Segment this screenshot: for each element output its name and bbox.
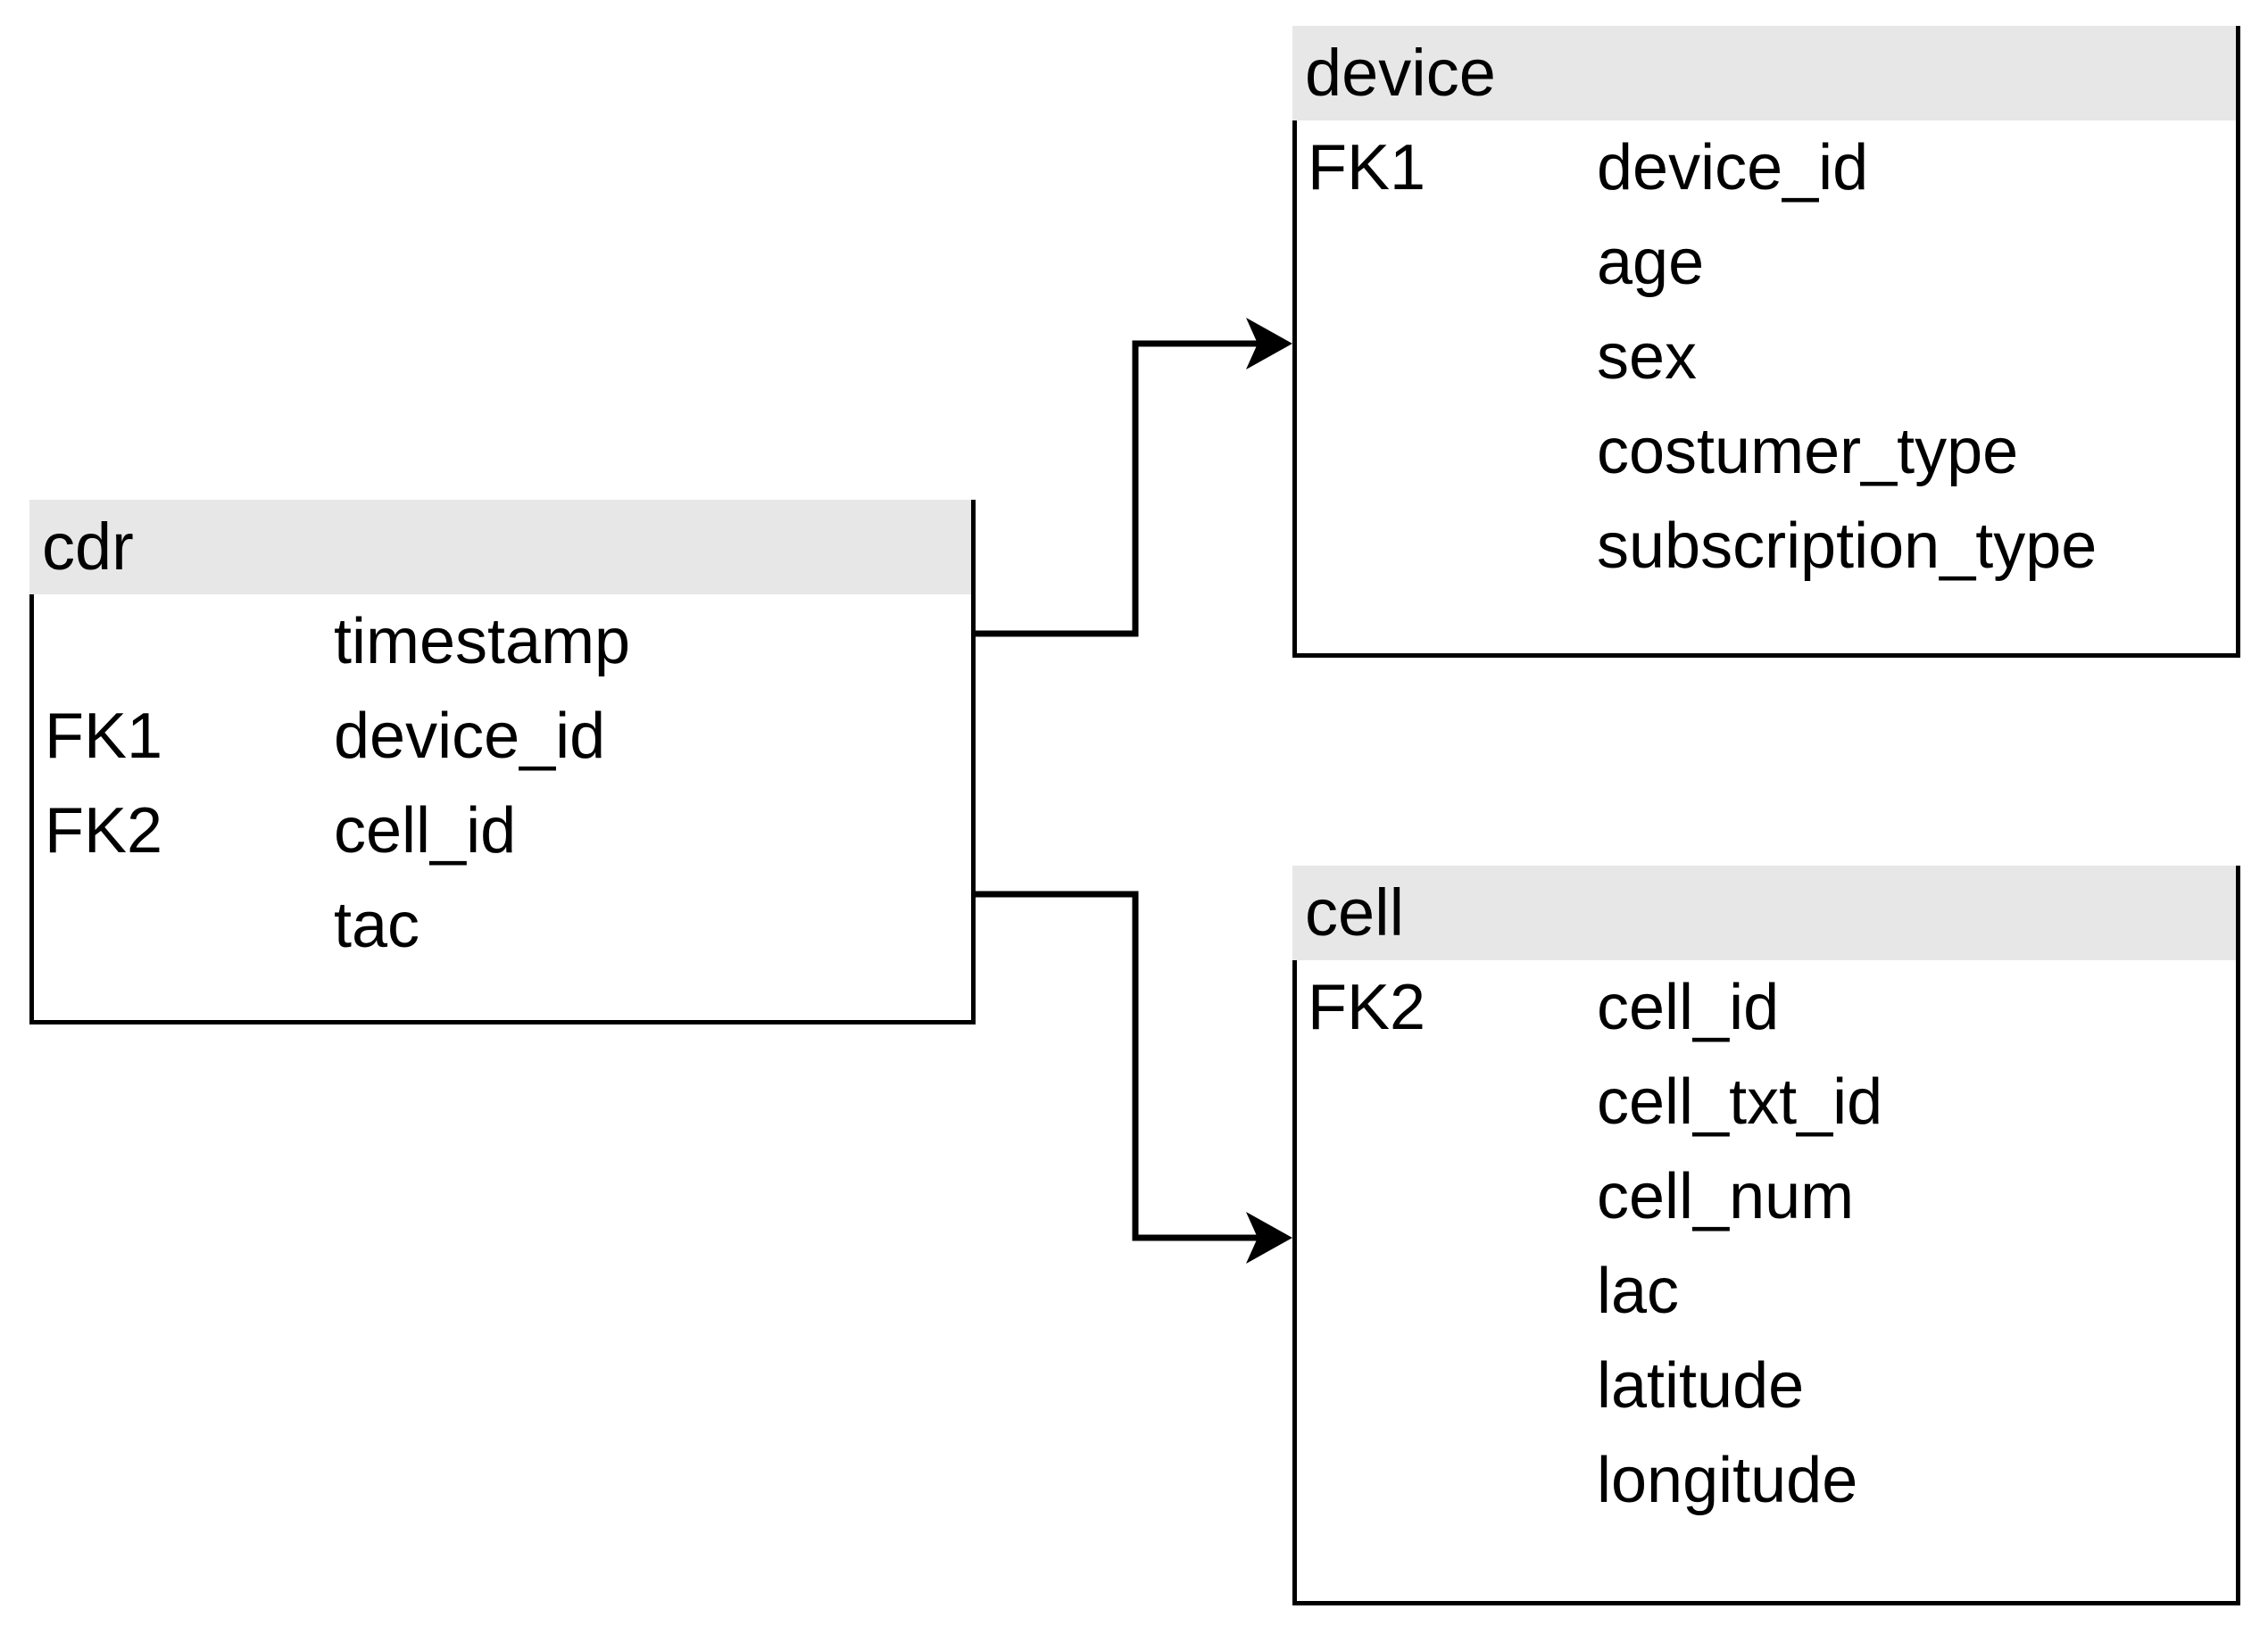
field-name-label: cell_id [334, 795, 517, 867]
entity-device-title: device [1305, 36, 1496, 110]
field-name-label: sex [1597, 321, 1698, 393]
field-row: age [1297, 215, 2236, 310]
field-name-label: cell_id [1597, 972, 1780, 1043]
relation-cdr-cell-line [969, 891, 1284, 1241]
relation-cdr-cell [969, 891, 1292, 1264]
field-row: tac [34, 878, 971, 973]
field-row: cell_num [1297, 1149, 2236, 1244]
field-key-label: FK2 [45, 795, 163, 867]
field-name-label: timestamp [334, 606, 631, 677]
field-key-label: FK1 [1308, 132, 1426, 203]
field-name-label: device_id [1597, 132, 1869, 203]
field-name-label: lac [1597, 1256, 1680, 1327]
field-row: FK1 device_id [34, 689, 971, 784]
entity-cdr-title: cdr [42, 510, 134, 584]
relation-cdr-device [969, 318, 1292, 637]
field-name-label: subscription_type [1597, 510, 2098, 582]
field-key-label: FK2 [1308, 972, 1426, 1043]
field-row: FK2 cell_id [34, 784, 971, 878]
field-name-label: costumer_type [1597, 416, 2019, 487]
field-name-label: cell_txt_id [1597, 1066, 1883, 1138]
arrowhead-icon [1246, 318, 1292, 369]
entity-cell-body: FK2 cell_id cell_txt_id cell_num lac lat… [1292, 960, 2236, 1601]
field-row: costumer_type [1297, 404, 2236, 499]
field-row: latitude [1297, 1339, 2236, 1433]
entity-cell: cell FK2 cell_id cell_txt_id cell_num la… [1292, 866, 2240, 1605]
field-name-label: cell_num [1597, 1161, 1855, 1232]
field-row: cell_txt_id [1297, 1055, 2236, 1149]
entity-cdr-body: timestamp FK1 device_id FK2 cell_id tac [29, 594, 971, 1020]
relation-cdr-device-line [969, 340, 1284, 637]
field-name-label: longitude [1597, 1445, 1858, 1516]
field-row: FK2 cell_id [1297, 960, 2236, 1055]
field-row: subscription_type [1297, 499, 2236, 593]
field-name-label: device_id [334, 701, 606, 772]
field-row: timestamp [34, 594, 971, 689]
entity-cell-title: cell [1305, 875, 1405, 950]
entity-cdr-header: cdr [29, 500, 971, 594]
entity-device-body: FK1 device_id age sex costumer_type subs… [1292, 120, 2236, 653]
arrowhead-icon [1246, 1212, 1292, 1264]
entity-device-header: device [1292, 26, 2236, 120]
field-key-label: FK1 [45, 701, 163, 772]
field-row: FK1 device_id [1297, 120, 2236, 215]
field-row: sex [1297, 310, 2236, 404]
field-name-label: tac [334, 890, 420, 961]
field-name-label: age [1597, 227, 1705, 298]
entity-cdr: cdr timestamp FK1 device_id FK2 cell_id … [29, 500, 976, 1024]
field-row: longitude [1297, 1433, 2236, 1528]
field-name-label: latitude [1597, 1350, 1805, 1422]
entity-device: device FK1 device_id age sex costumer_ty… [1292, 26, 2240, 658]
field-row: lac [1297, 1244, 2236, 1339]
entity-cell-header: cell [1292, 866, 2236, 960]
